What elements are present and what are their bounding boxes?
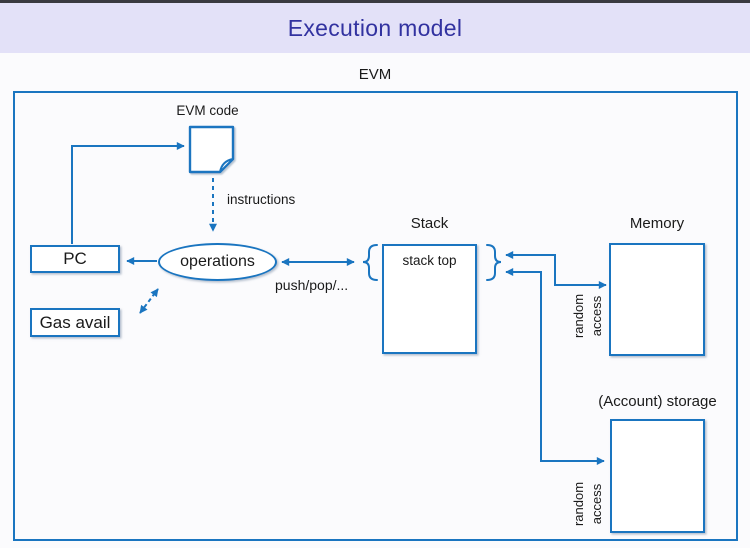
evm-container-box — [13, 91, 738, 541]
pc-label: PC — [63, 249, 87, 268]
storage-node — [610, 419, 705, 533]
stack-top-label: stack top — [402, 253, 457, 268]
stack-node: stack top — [382, 244, 477, 354]
operations-label: operations — [180, 253, 255, 270]
gas-avail-node: Gas avail — [30, 308, 120, 337]
memory-node — [609, 243, 705, 356]
operations-node: operations — [158, 243, 277, 281]
memory-section-label: Memory — [629, 215, 685, 232]
gas-avail-label: Gas avail — [39, 312, 111, 332]
window-top-bar — [0, 0, 750, 3]
pc-node: PC — [30, 245, 120, 273]
title-banner: Execution model — [0, 3, 750, 53]
push-pop-edge-label: push/pop/... — [275, 277, 349, 293]
page-title: Execution model — [287, 14, 463, 41]
instructions-edge-label: instructions — [227, 192, 296, 207]
evm-code-label: EVM code — [176, 103, 239, 118]
storage-section-label: (Account) storage — [598, 393, 717, 410]
stack-section-label: Stack — [410, 215, 449, 232]
evm-container-label: EVM — [358, 66, 392, 83]
random-access-memory-label: random access — [571, 293, 604, 339]
random-access-storage-label: random access — [571, 481, 604, 527]
